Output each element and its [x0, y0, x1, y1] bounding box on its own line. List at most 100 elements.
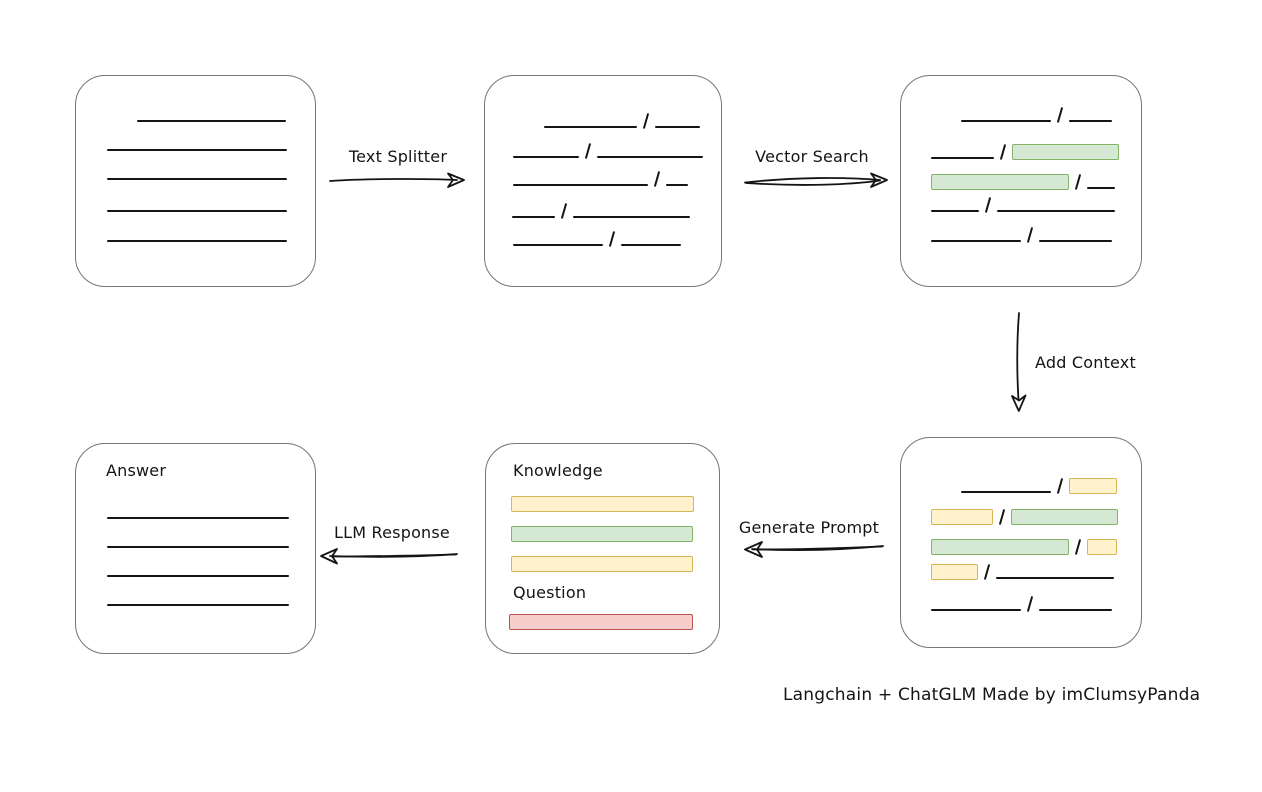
generate-prompt-arrow	[744, 541, 884, 558]
chunk-line	[1069, 120, 1112, 122]
chunk-slash	[1026, 596, 1034, 612]
chunk-line	[513, 184, 648, 186]
chunk-slash	[560, 203, 568, 219]
chunk-slash	[1074, 174, 1082, 190]
chunk-line	[544, 126, 637, 128]
chunk-row	[901, 562, 1114, 580]
edge-label-vector-search: Vector Search	[755, 147, 869, 166]
chunk-line	[107, 210, 287, 212]
vector-search-arrow	[744, 172, 888, 188]
chunk-line	[931, 157, 994, 159]
chunk-row	[76, 134, 287, 152]
chunk-line	[961, 120, 1051, 122]
chunk-slash	[984, 197, 992, 213]
chunk-line	[513, 156, 579, 158]
chunk-row	[485, 201, 690, 219]
chunk-line	[107, 178, 287, 180]
chunk-row	[901, 195, 1115, 213]
chunk-yellow-highlight	[1069, 478, 1117, 494]
chunk-row	[901, 225, 1112, 243]
chunk-line	[666, 184, 688, 186]
red-bar	[509, 614, 693, 630]
diagram-caption: Langchain + ChatGLM Made by imClumsyPand…	[783, 685, 1201, 705]
add-context-arrow	[1011, 312, 1027, 412]
chunk-yellow-highlight	[1087, 539, 1117, 555]
chunk-slash	[1056, 107, 1064, 123]
chunk-line	[931, 240, 1021, 242]
node-answer: Answer	[75, 443, 316, 654]
edge-label-add-context: Add Context	[1035, 353, 1136, 372]
node-title-knowledge: Knowledge	[513, 461, 603, 480]
chunk-line	[107, 546, 289, 548]
chunk-slash	[1074, 539, 1082, 555]
chunk-line	[931, 609, 1021, 611]
chunk-row	[901, 172, 1115, 190]
chunk-yellow-highlight	[931, 509, 993, 525]
chunk-row	[76, 105, 286, 123]
node-document	[75, 75, 316, 287]
chunk-line	[107, 240, 287, 242]
chunk-line	[931, 210, 979, 212]
llm-response-arrow	[320, 548, 458, 565]
chunk-slash	[608, 231, 616, 247]
node-matched-chunks	[900, 75, 1142, 287]
chunk-line	[655, 126, 700, 128]
chunk-line	[107, 149, 287, 151]
node-title-question: Question	[513, 583, 587, 602]
chunk-slash	[1056, 478, 1064, 494]
chunk-slash	[584, 143, 592, 159]
chunk-slash	[642, 113, 650, 129]
chunk-row	[76, 163, 287, 181]
chunk-row	[485, 169, 688, 187]
chunk-row	[485, 141, 703, 159]
chunk-row	[901, 142, 1119, 160]
node-context-chunks	[900, 437, 1142, 648]
chunk-row	[485, 229, 681, 247]
text-splitter-arrow	[329, 172, 465, 188]
chunk-row	[901, 105, 1112, 123]
chunk-line	[137, 120, 286, 122]
chunk-slash	[983, 564, 991, 580]
chunk-row	[485, 111, 700, 129]
chunk-line	[996, 577, 1114, 579]
yellow-bar	[511, 496, 694, 512]
chunk-row	[76, 502, 289, 520]
chunk-line	[107, 604, 289, 606]
yellow-bar	[511, 556, 693, 572]
chunk-line	[1039, 609, 1112, 611]
chunk-line	[1039, 240, 1112, 242]
chunk-green-highlight	[931, 539, 1069, 555]
edge-label-llm-response: LLM Response	[334, 523, 450, 542]
chunk-row	[901, 594, 1112, 612]
chunk-line	[512, 216, 555, 218]
chunk-row	[76, 225, 287, 243]
chunk-slash	[999, 144, 1007, 160]
chunk-row	[901, 507, 1118, 525]
chunk-yellow-highlight	[931, 564, 978, 580]
chunk-line	[573, 216, 690, 218]
chunk-line	[597, 156, 703, 158]
chunk-row	[901, 537, 1117, 555]
chunk-green-highlight	[931, 174, 1069, 190]
edge-label-generate-prompt: Generate Prompt	[738, 518, 880, 537]
chunk-row	[901, 476, 1117, 494]
chunk-green-highlight	[1011, 509, 1118, 525]
green-bar	[511, 526, 693, 542]
chunk-line	[513, 244, 603, 246]
edge-label-text-splitter: Text Splitter	[348, 147, 448, 166]
chunk-row	[76, 195, 287, 213]
chunk-row	[76, 560, 289, 578]
chunk-green-highlight	[1012, 144, 1119, 160]
chunk-row	[76, 531, 289, 549]
chunk-line	[997, 210, 1115, 212]
chunk-slash	[1026, 227, 1034, 243]
chunk-line	[107, 517, 289, 519]
chunk-slash	[653, 171, 661, 187]
chunk-line	[107, 575, 289, 577]
chunk-line	[961, 491, 1051, 493]
chunk-slash	[998, 509, 1006, 525]
chunk-row	[76, 589, 289, 607]
chunk-line	[621, 244, 681, 246]
